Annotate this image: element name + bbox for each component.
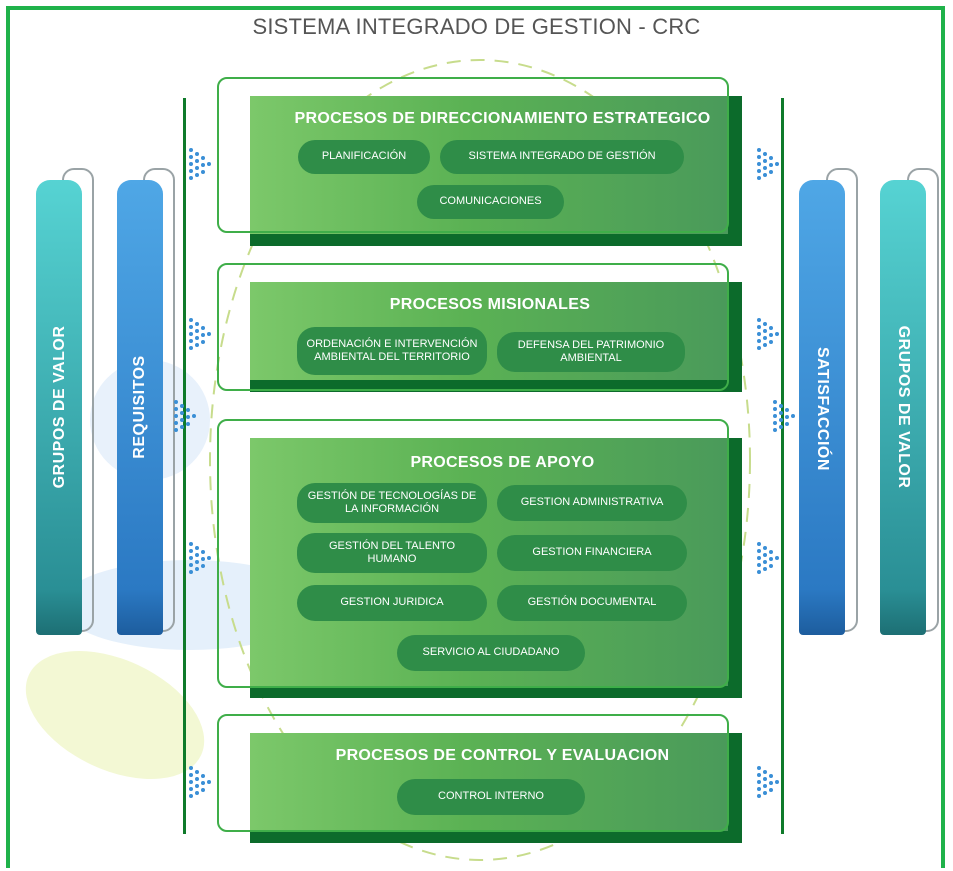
section-apoyo-title: PROCESOS DE APOYO [410, 454, 595, 471]
process-ordenacion: ORDENACIÓN E INTERVENCIÓN AMBIENTAL DEL … [297, 327, 487, 375]
decorative-dashed-circle [209, 59, 751, 861]
section-control-title: PROCESOS DE CONTROL Y EVALUACION [335, 747, 670, 764]
right-inner-pillar-label: SATISFACCIÓN [814, 347, 831, 471]
dotted-arrow-icon [757, 542, 779, 574]
right-outer-pillar-label: GRUPOS DE VALOR [895, 325, 912, 489]
process-planificacion: PLANIFICACIÓN [298, 140, 430, 174]
dotted-arrow-icon [757, 318, 779, 350]
right-divider-line [781, 98, 784, 834]
dotted-arrow-icon [773, 400, 795, 432]
process-defensa-patrimonio: DEFENSA DEL PATRIMONIO AMBIENTAL [497, 332, 685, 372]
dotted-arrow-icon [189, 318, 211, 350]
section-control-outline [217, 714, 729, 832]
section-misionales-title: PROCESOS MISIONALES [389, 296, 591, 313]
left-divider-line [183, 98, 186, 834]
process-comunicaciones: COMUNICACIONES [417, 185, 564, 219]
section-estrategico-title: PROCESOS DE DIRECCIONAMIENTO ESTRATEGICO [294, 110, 711, 127]
dotted-arrow-icon [757, 766, 779, 798]
dotted-arrow-icon [189, 766, 211, 798]
process-administrativa: GESTION ADMINISTRATIVA [497, 485, 687, 521]
left-inner-pillar-label: REQUISITOS [131, 355, 148, 459]
process-documental: GESTIÓN DOCUMENTAL [497, 585, 687, 621]
process-servicio-ciudadano: SERVICIO AL CIUDADANO [397, 635, 585, 671]
dotted-arrow-icon [189, 148, 211, 180]
process-control-interno: CONTROL INTERNO [397, 779, 585, 815]
right-inner-pillar [799, 180, 845, 635]
left-inner-pillar [117, 180, 163, 635]
section-apoyo-outline [217, 419, 729, 688]
process-juridica: GESTION JURIDICA [297, 585, 487, 621]
process-tecnologias: GESTIÓN DE TECNOLOGÍAS DE LA INFORMACIÓN [297, 483, 487, 523]
page-title: SISTEMA INTEGRADO DE GESTION - CRC [252, 14, 701, 39]
diagram-frame [6, 6, 945, 868]
left-outer-pillar [36, 180, 82, 635]
left-outer-pillar-label: GRUPOS DE VALOR [51, 325, 68, 489]
section-misionales-outline [217, 263, 729, 391]
right-outer-pillar [880, 180, 926, 635]
process-financiera: GESTION FINANCIERA [497, 535, 687, 571]
process-talento-humano: GESTIÓN DEL TALENTO HUMANO [297, 533, 487, 573]
dotted-arrow-icon [174, 400, 196, 432]
dotted-arrow-icon [189, 542, 211, 574]
section-estrategico-outline [217, 77, 729, 233]
dotted-arrow-icon [757, 148, 779, 180]
process-sistema-integrado: SISTEMA INTEGRADO DE GESTIÓN [440, 140, 684, 174]
